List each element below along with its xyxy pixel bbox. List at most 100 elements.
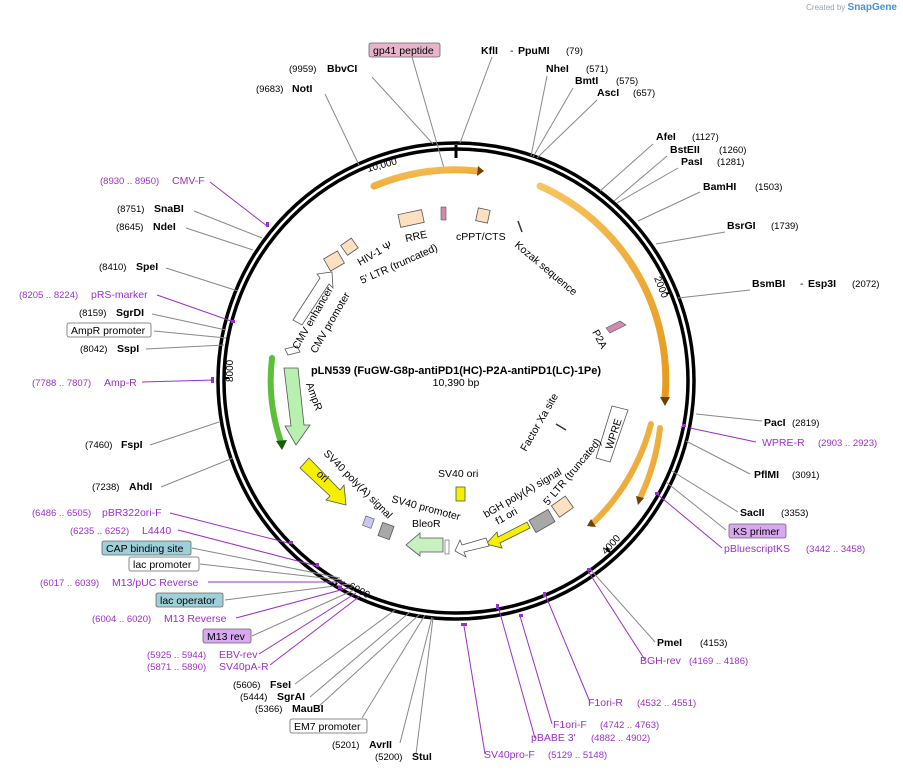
primer-amp-r[interactable]: (7788 .. 7807) Amp-R — [32, 377, 137, 389]
primer-ticks — [211, 222, 686, 626]
site-afei[interactable]: AfeI(1127) — [656, 131, 719, 143]
svg-text:(4169 .. 4186): (4169 .. 4186) — [689, 656, 748, 667]
svg-text:(1739): (1739) — [771, 221, 798, 232]
svg-text:WPRE-R: WPRE-R — [762, 437, 805, 449]
svg-text:SgrAI: SgrAI — [277, 691, 305, 703]
site-bsrgi[interactable]: BsrGI(1739) — [727, 220, 798, 232]
primer-f1ori-r[interactable]: F1ori-R(4532 .. 4551) — [588, 697, 696, 709]
svg-text:AscI: AscI — [597, 87, 619, 99]
svg-text:Esp3I: Esp3I — [808, 278, 836, 290]
svg-text:pRS-marker: pRS-marker — [91, 289, 148, 301]
primer-ebv-rev[interactable]: (5925 .. 5944)EBV-rev — [147, 649, 258, 661]
site-bamhi[interactable]: BamHI(1503) — [703, 181, 782, 193]
svg-text:(1503): (1503) — [755, 182, 782, 193]
feature-gp41[interactable]: gp41 peptide — [368, 42, 441, 58]
site-sgrdi[interactable]: (8159)SgrDI — [79, 307, 144, 319]
primer-ks[interactable]: KS primer — [728, 523, 787, 539]
site-bmti[interactable]: BmtI(575) — [575, 75, 638, 87]
svg-text:(1260): (1260) — [719, 145, 746, 156]
primer-m13-rev[interactable]: M13 rev — [202, 628, 252, 644]
gp41-box — [440, 206, 447, 221]
cppt-box — [475, 207, 491, 224]
primer-bgh-rev[interactable]: BGH-rev(4169 .. 4186) — [640, 655, 748, 667]
site-bbvci[interactable]: (9959)BbvCI — [289, 63, 357, 75]
svg-text:NdeI: NdeI — [153, 221, 176, 233]
svg-text:MauBI: MauBI — [292, 703, 324, 715]
site-kfli[interactable]: KflI-PpuMI(79) — [481, 45, 583, 57]
factor-xa-mark — [555, 423, 567, 431]
site-paci[interactable]: PacI(2819) — [764, 417, 819, 429]
primer-m13-reverse[interactable]: (6004 .. 6020)M13 Reverse — [92, 613, 227, 625]
gene-arc-right3 — [637, 425, 663, 501]
label-cppt: cPPT/CTS — [456, 231, 506, 243]
primer-cmv-f[interactable]: (8930 .. 8950)CMV-F — [100, 175, 205, 187]
site-fsei[interactable]: (5606)FseI — [233, 679, 291, 691]
svg-text:lac promoter: lac promoter — [133, 559, 192, 571]
svg-text:KS primer: KS primer — [733, 526, 780, 538]
svg-text:F1ori-F: F1ori-F — [553, 719, 587, 731]
feature-lac-operator[interactable]: lac operator — [155, 592, 224, 608]
feature-cap-binding-site[interactable]: CAP binding site — [101, 540, 192, 556]
site-pmei[interactable]: PmeI(4153) — [657, 637, 727, 649]
svg-text:(4153): (4153) — [700, 638, 727, 649]
svg-text:(5925 .. 5944): (5925 .. 5944) — [147, 650, 206, 661]
feature-ampr-promoter[interactable]: AmpR promoter — [66, 322, 152, 338]
primer-pbr322ori-f[interactable]: (6486 .. 6505) pBR322ori-F — [32, 507, 162, 519]
site-noti[interactable]: (9683)NotI — [256, 83, 312, 95]
svg-text:(9683): (9683) — [256, 84, 283, 95]
svg-text:(4882 .. 4902): (4882 .. 4902) — [591, 733, 650, 744]
site-snabi[interactable]: (8751)SnaBI — [117, 203, 184, 215]
svg-text:(6486 .. 6505): (6486 .. 6505) — [32, 508, 91, 519]
p2a-arrow — [605, 320, 627, 334]
svg-text:Amp-R: Amp-R — [104, 377, 137, 389]
primer-l4440[interactable]: (6235 .. 6252)L4440 — [70, 525, 171, 537]
site-spei[interactable]: (8410)SpeI — [99, 261, 158, 273]
svg-text:(2072): (2072) — [852, 279, 879, 290]
ltr5-box — [323, 250, 345, 272]
site-pasi[interactable]: PasI(1281) — [681, 156, 744, 168]
site-stui[interactable]: (5200)StuI — [375, 751, 432, 763]
svg-text:PflMI: PflMI — [754, 469, 779, 481]
primer-pbluescriptks[interactable]: pBluescriptKS(3442 .. 3458) — [724, 543, 865, 555]
svg-text:L4440: L4440 — [142, 525, 171, 537]
svg-text:StuI: StuI — [412, 751, 432, 763]
gene-arc-top — [370, 166, 482, 190]
site-ndei[interactable]: (8645)NdeI — [116, 221, 176, 233]
site-maubi[interactable]: (5366)MauBI — [255, 703, 324, 715]
primer-m13-puc-reverse[interactable]: (6017 .. 6039)M13/pUC Reverse — [40, 577, 199, 589]
primer-pbabe3[interactable]: pBABE 3'(4882 .. 4902) — [531, 732, 650, 744]
site-sspi[interactable]: (8042)SspI — [80, 343, 139, 355]
svg-text:(7460): (7460) — [85, 440, 112, 451]
feature-em7-promoter[interactable]: EM7 promoter — [289, 718, 368, 734]
site-bsmbi[interactable]: BsmBI-Esp3I(2072) — [752, 278, 879, 290]
site-fspi[interactable]: (7460)FspI — [85, 439, 143, 451]
svg-text:(571): (571) — [586, 64, 608, 75]
svg-text:M13/pUC Reverse: M13/pUC Reverse — [112, 577, 199, 589]
site-nhei[interactable]: NheI(571) — [546, 63, 608, 75]
primer-prs-marker[interactable]: (8205 .. 8224)pRS-marker — [19, 289, 148, 301]
site-sgrai[interactable]: (5444)SgrAI — [240, 691, 305, 703]
svg-text:(3091): (3091) — [792, 470, 819, 481]
primer-sv40pro-f[interactable]: SV40pro-F(5129 .. 5148) — [484, 749, 607, 761]
site-pflmi[interactable]: PflMI (3091) — [754, 469, 819, 481]
label-rre: RRE — [404, 229, 428, 245]
primer-wpre-r[interactable]: WPRE-R(2903 .. 2923) — [762, 437, 877, 449]
site-sacii[interactable]: SacII(3353) — [740, 507, 808, 519]
svg-text:BbvCI: BbvCI — [327, 63, 357, 75]
svg-text:(5201): (5201) — [332, 740, 359, 751]
svg-text:(7788 .. 7807): (7788 .. 7807) — [32, 378, 91, 389]
primer-sv40pa-r[interactable]: (5871 .. 5890)SV40pA-R — [147, 661, 269, 673]
svg-text:EM7 promoter: EM7 promoter — [294, 721, 361, 733]
svg-text:-: - — [510, 45, 514, 57]
svg-text:(3353): (3353) — [781, 508, 808, 519]
primer-f1ori-f[interactable]: F1ori-F(4742 .. 4763) — [553, 719, 659, 731]
wpre-arrow — [595, 405, 629, 463]
svg-text:PpuMI: PpuMI — [518, 45, 550, 57]
site-asci[interactable]: AscI(657) — [597, 87, 655, 99]
site-ahdi[interactable]: (7238)AhdI — [92, 481, 152, 493]
site-bsteii[interactable]: BstEII(1260) — [670, 144, 746, 156]
feature-lac-promoter[interactable]: lac promoter — [128, 556, 200, 572]
svg-text:pBR322ori-F: pBR322ori-F — [102, 507, 162, 519]
svg-text:BmtI: BmtI — [575, 75, 598, 87]
site-avrii[interactable]: (5201)AvrII — [332, 739, 392, 751]
